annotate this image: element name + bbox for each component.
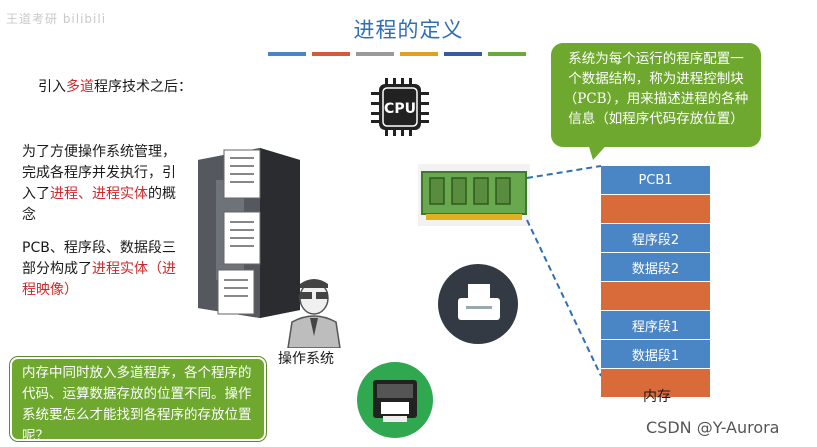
intro-highlight: 多道 — [66, 79, 94, 95]
memory-cell — [601, 282, 710, 311]
memory-cell — [601, 195, 710, 224]
intro-text: 引入多道程序技术之后： — [38, 76, 192, 96]
memory-module-icon — [418, 164, 530, 226]
para1-text1: 为了方便操作系统管理，完成各程序并发执行，引入了 — [22, 144, 176, 202]
title-color-bar — [268, 52, 306, 56]
pcb-info-bubble: 系统为每个运行的程序配置一个数据结构，称为进程控制块（PCB），用来描述进程的各… — [551, 43, 761, 147]
para2-text1: PCB、程序段、数据段三部分构成了 — [22, 240, 176, 277]
channel-logo: 王道考研 bilibili — [6, 12, 107, 26]
cpu-label: CPU — [384, 101, 416, 117]
title-color-bars — [268, 52, 526, 56]
bubble-tail — [587, 140, 611, 160]
memory-cell — [601, 369, 710, 398]
server-icon — [198, 148, 300, 318]
paragraph-purpose: 为了方便操作系统管理，完成各程序并发执行，引入了进程、进程实体的概念 — [22, 142, 182, 226]
title-color-bar — [488, 52, 526, 56]
paragraph-process-entity: PCB、程序段、数据段三部分构成了进程实体（进程映像） — [22, 238, 182, 301]
multifunction-printer-icon — [357, 362, 433, 438]
watermark: CSDN @Y-Aurora — [646, 418, 780, 437]
slide-title: 进程的定义 — [353, 18, 464, 42]
intro-suffix: 程序技术之后： — [94, 79, 192, 95]
memory-label: 内存 — [643, 389, 671, 405]
printer-icon — [438, 264, 518, 344]
operating-system-person-icon — [287, 279, 341, 348]
title-color-bar — [356, 52, 394, 56]
title-color-bar — [444, 52, 482, 56]
memory-cell: 数据段2 — [601, 253, 710, 282]
connector-lines — [526, 165, 602, 377]
para2-highlight2: （进程映像） — [22, 261, 176, 298]
cpu-chip-icon: CPU — [371, 78, 429, 136]
memory-cell: 数据段1 — [601, 340, 710, 369]
para1-highlight: 进程、进程实体 — [50, 186, 148, 202]
question-bubble: 内存中同时放入多道程序，各个程序的代码、运算数据存放的位置不同。操作系统要怎么才… — [10, 357, 266, 444]
memory-cell: 程序段1 — [601, 311, 710, 340]
para2-highlight1: 进程实体 — [92, 261, 148, 277]
title-color-bar — [312, 52, 350, 56]
para1-text2: 的概念 — [22, 186, 176, 223]
os-label: 操作系统 — [278, 351, 334, 367]
title-color-bar — [400, 52, 438, 56]
memory-cell: PCB1 — [601, 166, 710, 195]
intro-prefix: 引入 — [38, 79, 66, 95]
memory-cell: 程序段2 — [601, 224, 710, 253]
